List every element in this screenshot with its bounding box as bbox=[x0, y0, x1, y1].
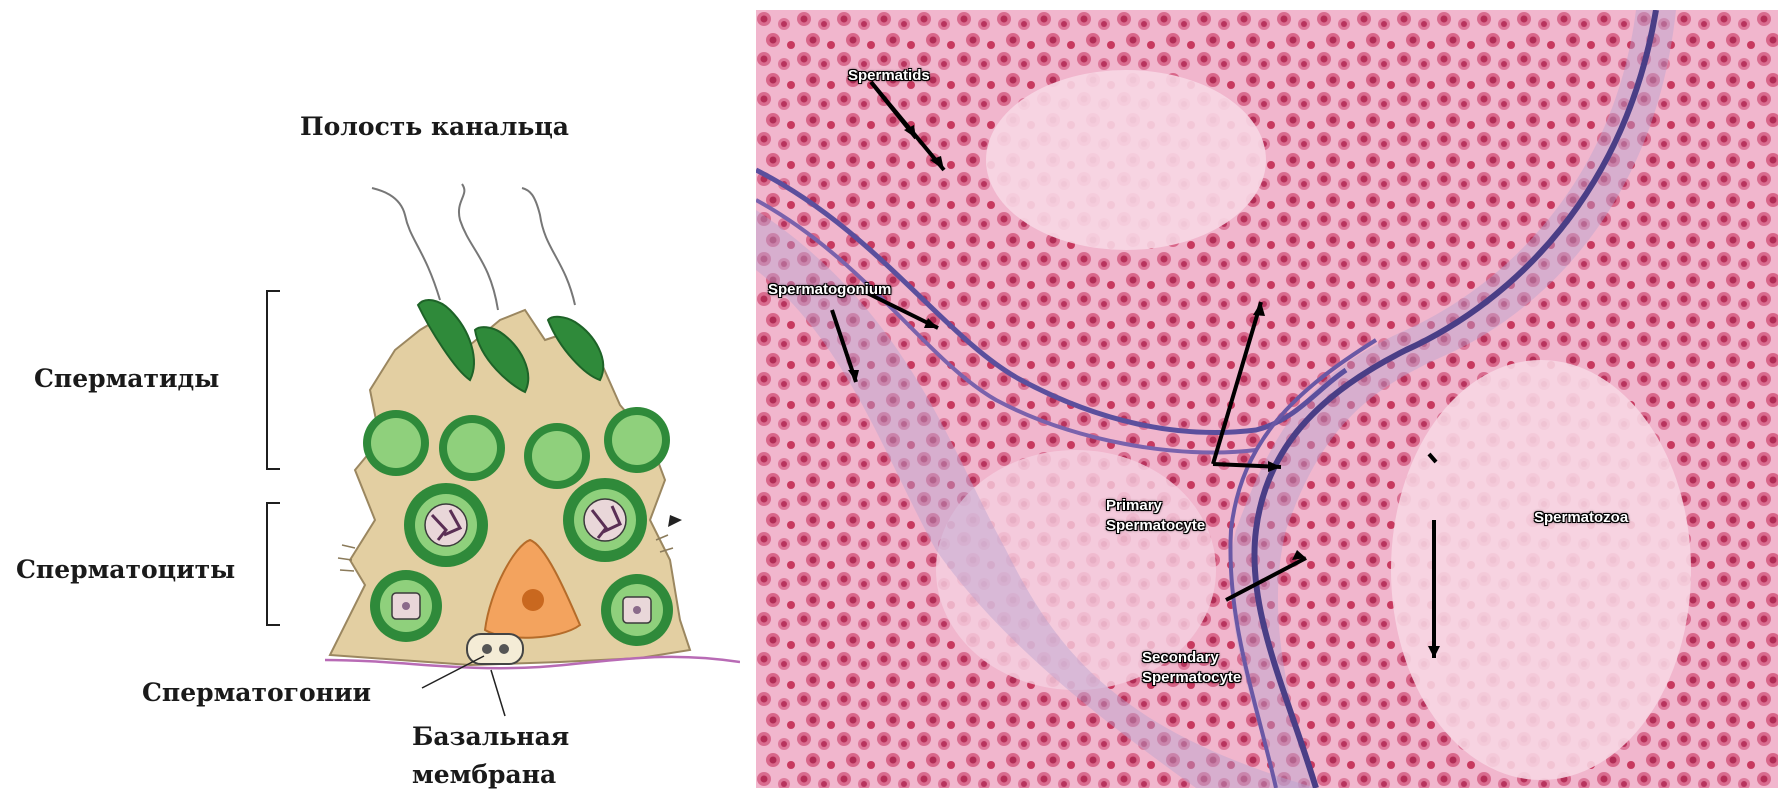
spermatogonium-micro-label: Spermatogonium bbox=[768, 280, 891, 299]
round-spermatid bbox=[604, 407, 670, 473]
arrowhead-marker bbox=[668, 515, 682, 527]
flagellum bbox=[372, 188, 440, 300]
tubule-lumen bbox=[986, 70, 1266, 250]
primary-spermatocyte-micro-label-2: Spermatocyte bbox=[1106, 516, 1205, 535]
sertoli-nucleolus bbox=[522, 589, 544, 611]
spermatids-micro-label: Spermatids bbox=[848, 66, 930, 85]
micrograph-tissue bbox=[756, 10, 1778, 788]
flagellum bbox=[459, 184, 498, 310]
flagellum bbox=[522, 188, 575, 305]
seminiferous-epithelium-diagram: Полость канальца Сперматиды Сперматоциты… bbox=[0, 0, 740, 796]
spermatogonium-cell bbox=[467, 634, 523, 664]
secondary-spermatocyte-micro-label-1: Secondary bbox=[1142, 648, 1219, 667]
primary-spermatocyte bbox=[563, 478, 647, 562]
spermatocyte bbox=[370, 570, 442, 642]
secondary-spermatocyte-micro-label-2: Spermatocyte bbox=[1142, 668, 1241, 687]
spermatocyte bbox=[601, 574, 673, 646]
round-spermatid bbox=[439, 415, 505, 481]
primary-spermatocyte-micro-label-1: Primary bbox=[1106, 496, 1162, 515]
testis-micrograph: Spermatids Spermatogonium Primary Sperma… bbox=[756, 10, 1778, 788]
spermatozoa-micro-label: Spermatozoa bbox=[1534, 508, 1628, 527]
basal-membrane-pointer bbox=[491, 670, 505, 716]
primary-spermatocyte bbox=[404, 483, 488, 567]
round-spermatid bbox=[524, 423, 590, 489]
epithelium-illustration bbox=[0, 0, 740, 796]
round-spermatid bbox=[363, 410, 429, 476]
